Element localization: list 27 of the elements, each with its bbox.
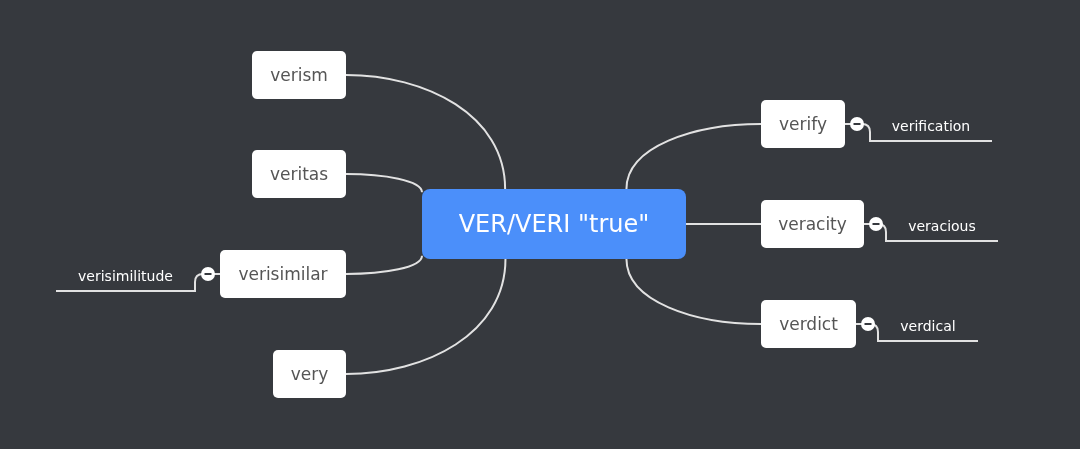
central-topic-box xyxy=(422,189,686,259)
connector-line xyxy=(625,258,762,325)
topic-text: verisimilar xyxy=(238,264,328,284)
subtopic-text: verisimilitude xyxy=(78,267,173,284)
topic-text: veracity xyxy=(778,214,847,234)
subtopic-text: verification xyxy=(891,117,971,134)
topic-box xyxy=(761,200,864,248)
connector-line xyxy=(345,254,423,275)
topic-text: very xyxy=(290,364,329,384)
topic-text: verdict xyxy=(779,314,838,334)
topic-text: veritas xyxy=(269,164,329,184)
connector-line xyxy=(345,258,507,375)
connector-line xyxy=(345,173,423,194)
connector-line xyxy=(345,74,507,190)
topic-box xyxy=(761,300,856,348)
topic-box xyxy=(252,150,346,198)
topic-box xyxy=(273,350,346,398)
subtopic-text: veracious xyxy=(908,217,976,234)
topic-box xyxy=(252,51,346,99)
topic-text: verism xyxy=(270,65,328,85)
topic-box xyxy=(761,100,845,148)
central-topic-text: VER/VERI "true" xyxy=(458,210,650,238)
topic-box xyxy=(220,250,346,298)
connector-line xyxy=(685,223,762,225)
connector-line xyxy=(625,123,762,190)
topic-text: verify xyxy=(779,114,827,134)
subtopic-text: verdical xyxy=(900,317,956,334)
